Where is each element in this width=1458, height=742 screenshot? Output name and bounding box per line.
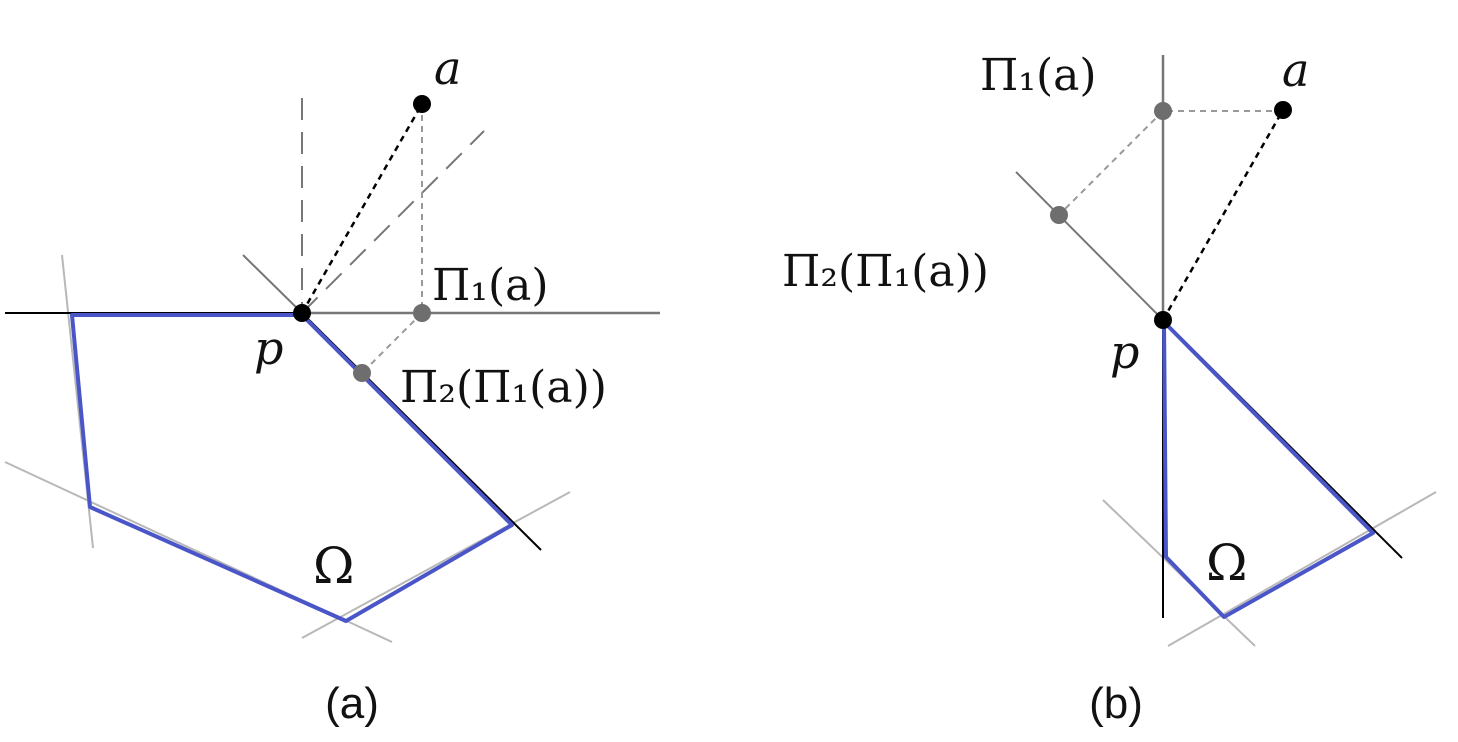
label-omega: Ω [313, 537, 354, 595]
point-p [293, 304, 311, 322]
second-projection-line [242, 254, 303, 314]
label-a: a [1282, 43, 1309, 97]
point-a [413, 95, 431, 113]
point-p [1154, 311, 1172, 329]
support-line [301, 491, 571, 639]
point-a [1274, 101, 1292, 119]
label-omega: Ω [1206, 534, 1247, 592]
label-a: a [434, 41, 461, 95]
second-projection-line [1015, 171, 1164, 321]
polygon-omega [70, 313, 514, 623]
dashed-p-to-a [1161, 109, 1285, 321]
caption-a: (a) [325, 679, 379, 728]
point-pi1 [413, 304, 431, 322]
label-pi2: Π₂(Π₁(a)) [782, 246, 989, 297]
dashed-pi1-to-pi2 [1058, 110, 1164, 216]
point-pi2 [1050, 206, 1068, 224]
point-pi1 [1154, 102, 1172, 120]
panel-a: a p Π₁(a) Π₂(Π₁(a)) Ω (a) [4, 41, 660, 728]
cone-boundary-diagonal [301, 130, 485, 314]
dashed-pi1-to-pi2 [361, 312, 423, 374]
label-pi2: Π₂(Π₁(a)) [400, 362, 607, 413]
panel-b: a p Π₁(a) Π₂(Π₁(a)) Ω (b) [782, 43, 1437, 728]
point-pi2 [353, 364, 371, 382]
label-p: p [254, 321, 283, 375]
polygon-omega [1162, 320, 1375, 619]
label-pi1: Π₁(a) [980, 50, 1097, 101]
caption-b: (b) [1089, 679, 1143, 728]
label-pi1: Π₁(a) [432, 260, 549, 311]
label-p: p [1110, 325, 1139, 379]
support-line [1167, 491, 1437, 647]
dashed-p-to-a [300, 103, 424, 314]
